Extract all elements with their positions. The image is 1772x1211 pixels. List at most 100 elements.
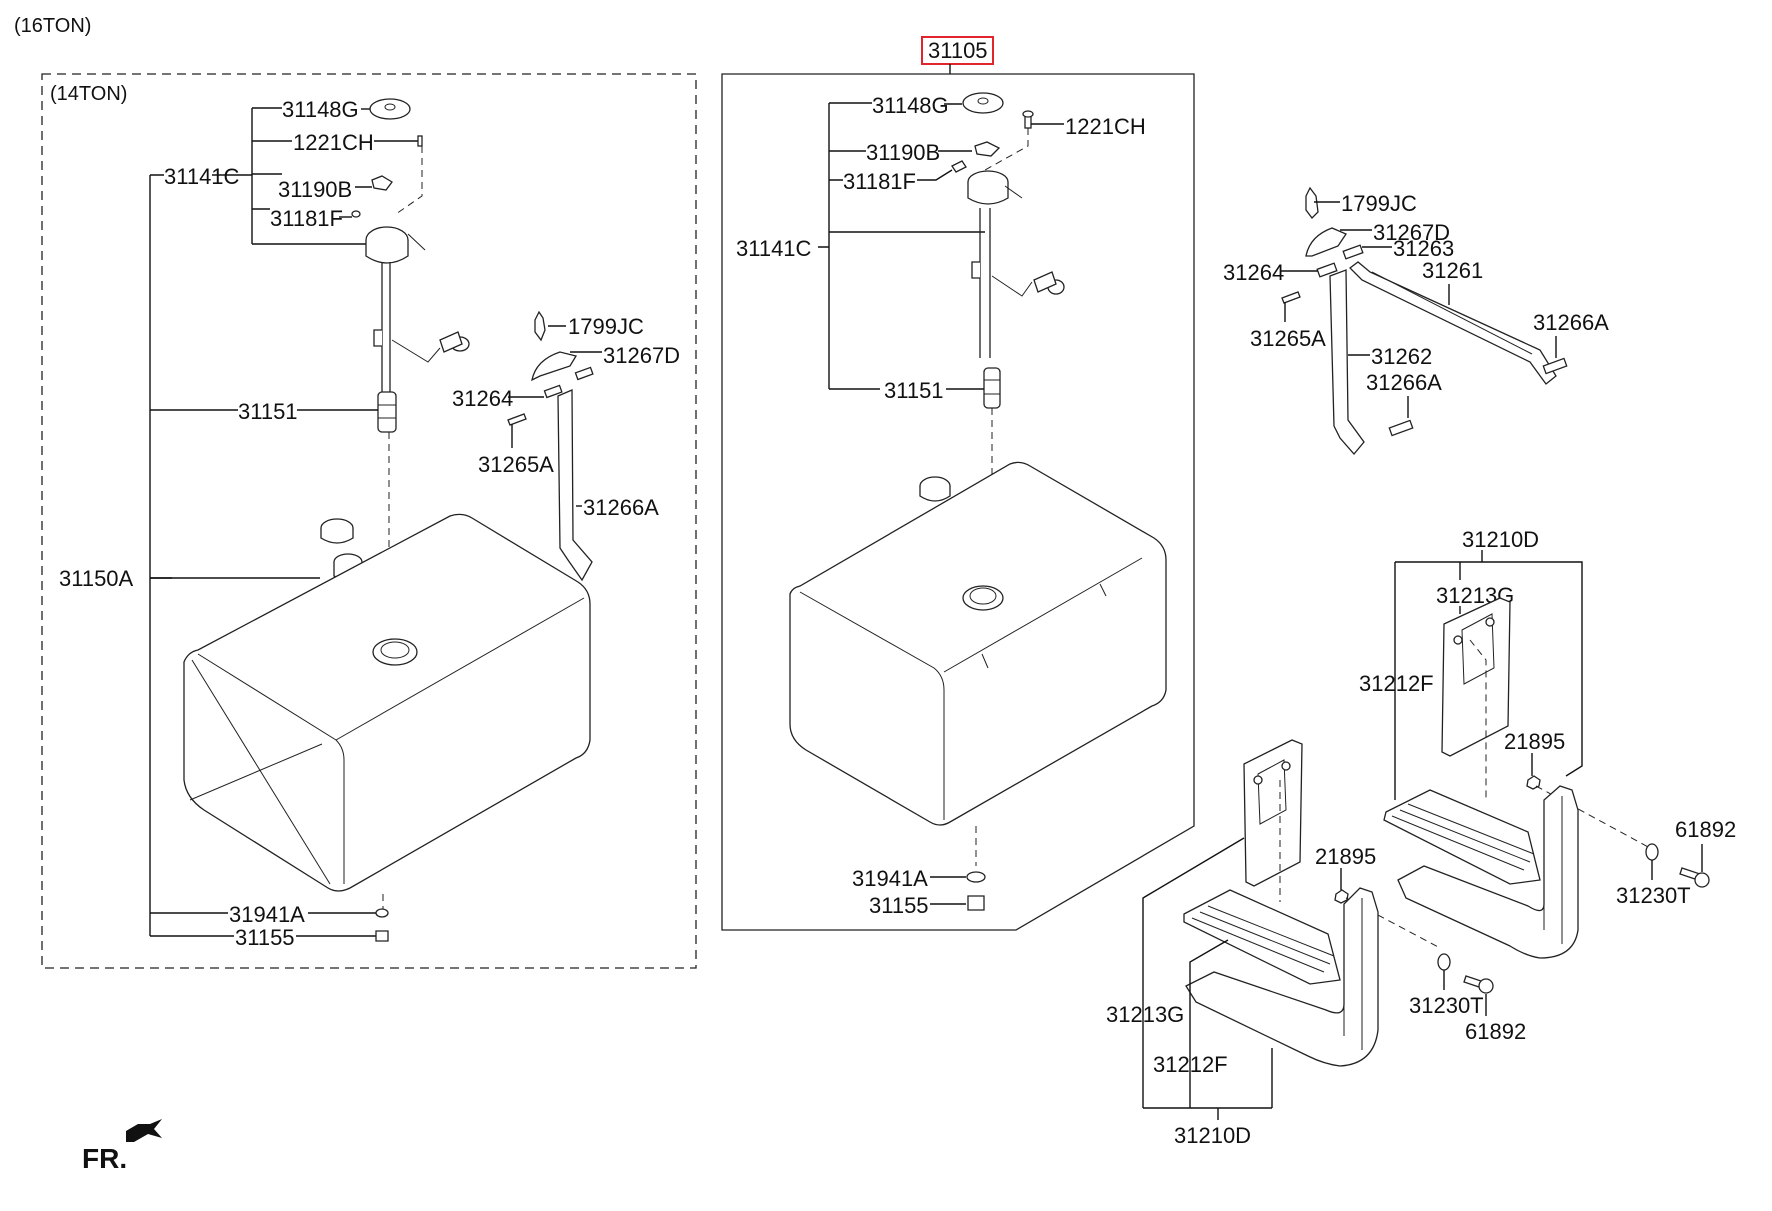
bracket-detail xyxy=(1343,898,1363,1050)
step-tread xyxy=(1383,789,1541,885)
nut-icon xyxy=(1334,889,1349,904)
variant-heading-16ton: (16TON) xyxy=(14,15,91,37)
part-label[interactable]: 31230T xyxy=(1616,883,1691,908)
screw-icon xyxy=(417,135,423,147)
part-label[interactable]: 31262 xyxy=(1371,344,1432,369)
part-label[interactable]: 31266A xyxy=(583,495,659,520)
part-label[interactable]: 31261 xyxy=(1422,258,1483,283)
part-label[interactable]: 31267D xyxy=(1373,220,1450,245)
tread-ribs xyxy=(1391,803,1535,871)
clamp-icon xyxy=(371,175,393,191)
part-label[interactable]: 61892 xyxy=(1675,817,1736,842)
bolt-head xyxy=(1694,872,1710,888)
part-label[interactable]: 1799JC xyxy=(568,314,644,339)
pin-icon xyxy=(543,384,563,399)
front-direction-label: FR. xyxy=(82,1143,127,1174)
leader-tree xyxy=(1142,837,1273,1120)
part-label[interactable]: 31190B xyxy=(278,177,352,202)
part-label[interactable]: 31155 xyxy=(235,925,295,950)
part-label[interactable]: 1221CH xyxy=(293,130,374,155)
part-label[interactable]: 31264 xyxy=(1223,260,1284,285)
leader-tree xyxy=(1394,550,1583,800)
fuel-tank-14ton xyxy=(183,513,591,892)
part-label[interactable]: 31230T xyxy=(1409,993,1484,1018)
part-label[interactable]: 31210D xyxy=(1174,1123,1251,1148)
part-label[interactable]: 31141C xyxy=(164,164,240,189)
assembly-line xyxy=(1535,785,1651,849)
part-label[interactable]: 31148G xyxy=(872,93,949,118)
assembly-number-highlight xyxy=(921,36,994,65)
part-label[interactable]: 31210D xyxy=(1462,527,1539,552)
variant-frame-14ton xyxy=(41,73,697,969)
part-label[interactable]: 31213G xyxy=(1106,1002,1184,1027)
part-label[interactable]: 31212F xyxy=(1359,671,1434,696)
part-label[interactable]: 31150A xyxy=(59,566,134,591)
cover-hole xyxy=(1281,761,1291,771)
assembly-line xyxy=(1469,639,1487,800)
assembly-number[interactable]: 31105 xyxy=(928,38,988,63)
front-direction-marker: FR. xyxy=(82,1119,162,1174)
part-label[interactable]: 31181F xyxy=(270,206,343,231)
fuel-sender-unit xyxy=(967,170,1065,409)
step-cover-plate xyxy=(1441,597,1511,757)
part-label[interactable]: 31181F xyxy=(843,169,916,194)
bracket-detail xyxy=(1543,796,1563,944)
part-label[interactable]: 31141C xyxy=(736,236,812,261)
part-label[interactable]: 31265A xyxy=(1250,326,1326,351)
drain-plug-icon xyxy=(967,895,985,911)
part-label[interactable]: 31151 xyxy=(884,378,944,403)
assembly-line xyxy=(984,128,1029,171)
band-group-16ton: 1799JC 31267D 31263 31261 31264 31265A 3… xyxy=(1223,186,1609,456)
nut-icon xyxy=(1526,775,1541,790)
washer-icon xyxy=(1437,953,1451,971)
clamp-icon xyxy=(974,141,1001,157)
part-label[interactable]: 21895 xyxy=(1315,844,1376,869)
part-label[interactable]: 31151 xyxy=(238,399,298,424)
part-label[interactable]: 21895 xyxy=(1504,729,1565,754)
pin-icon xyxy=(1542,357,1568,375)
gasket-icon xyxy=(966,871,986,883)
part-label[interactable]: 31265A xyxy=(478,452,554,477)
step-assembly-upper: 31210D 31213G 31212F 21895 31230T 61892 xyxy=(1359,527,1736,959)
leader-tree-sender xyxy=(818,102,985,390)
filter-icon xyxy=(951,160,967,173)
fuel-sender-unit xyxy=(365,226,470,433)
part-label[interactable]: 61892 xyxy=(1465,1019,1526,1044)
part-label[interactable]: 31190B xyxy=(866,140,940,165)
fuel-tank-band-long xyxy=(1349,261,1557,385)
fuel-tank-band xyxy=(557,389,593,582)
cap-bracket-icon xyxy=(1305,227,1347,257)
part-label[interactable]: 31941A xyxy=(852,866,928,891)
tread-ribs xyxy=(1191,905,1335,973)
part-label[interactable]: 31941A xyxy=(229,902,305,927)
part-label[interactable]: 31267D xyxy=(603,343,680,368)
seal-ring-icon xyxy=(369,98,411,120)
part-label[interactable]: 31264 xyxy=(452,386,513,411)
part-label[interactable]: 31148G xyxy=(282,97,359,122)
part-label[interactable]: 1799JC xyxy=(1341,191,1417,216)
filter-icon xyxy=(351,210,361,218)
seal-ring-icon xyxy=(962,92,1004,114)
pin-icon xyxy=(1388,419,1414,437)
part-label[interactable]: 31155 xyxy=(869,893,929,918)
step-bracket xyxy=(1397,785,1579,959)
part-label[interactable]: 31263 xyxy=(1393,236,1454,261)
part-label[interactable]: 31266A xyxy=(1533,310,1609,335)
part-label[interactable]: 31212F xyxy=(1153,1052,1228,1077)
fuel-tank-16ton xyxy=(789,461,1167,826)
pin-icon xyxy=(1316,262,1338,278)
part-label[interactable]: 1221CH xyxy=(1065,114,1146,139)
bolt-icon xyxy=(507,413,527,426)
bolt-icon xyxy=(1281,291,1301,304)
seal-hole xyxy=(384,103,396,111)
step-cover-plate xyxy=(1243,739,1303,887)
part-label[interactable]: 31266A xyxy=(1366,370,1442,395)
cover-hole xyxy=(1485,617,1495,627)
band-detail xyxy=(1371,271,1533,355)
front-direction-arrow-icon xyxy=(126,1119,162,1142)
assembly-line xyxy=(395,146,423,215)
variant-heading-14ton: (14TON) xyxy=(50,83,127,105)
cover-hole xyxy=(1453,635,1463,645)
step-assembly-lower: 21895 31230T 61892 31213G 31212F 31210D xyxy=(1106,739,1526,1148)
